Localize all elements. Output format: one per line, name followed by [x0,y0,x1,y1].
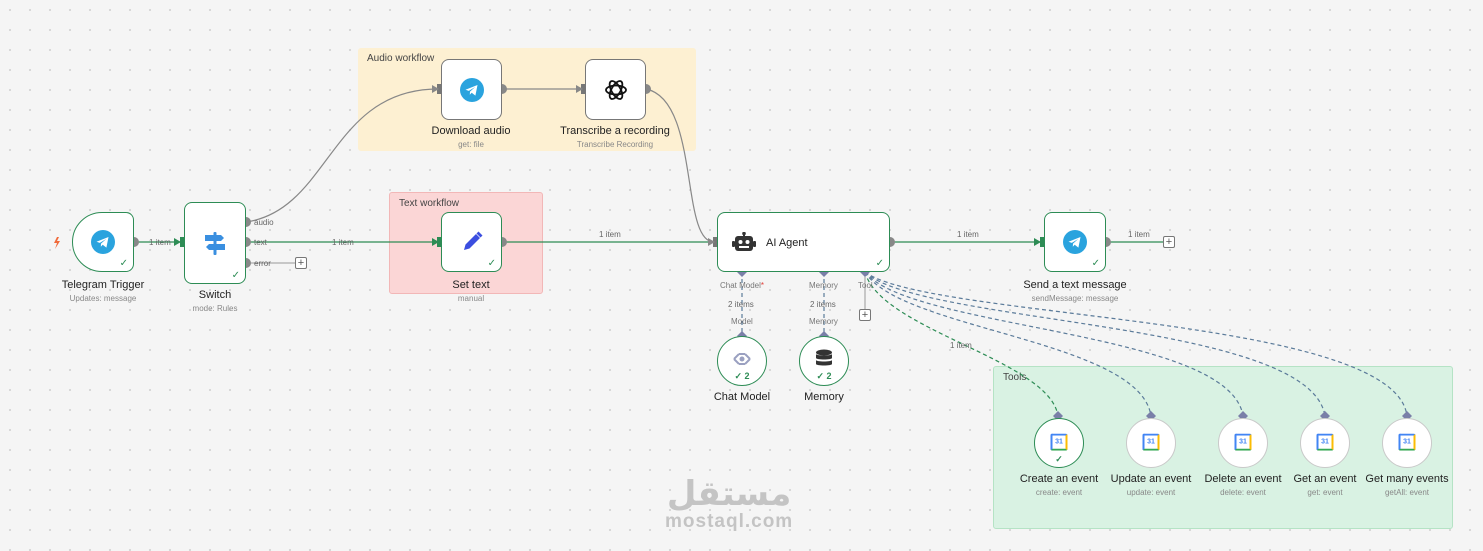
edge-label: 2 items [728,300,754,309]
group-label: Text workflow [399,198,460,209]
telegram-icon [90,229,116,255]
group-label: Audio workflow [367,53,435,64]
group-label: Tools [1003,372,1027,383]
node-subtitle: Updates: message [69,294,137,303]
watermark-latin: mostaql.com [665,511,794,532]
node-title: Transcribe a recording [560,125,670,137]
trigger-bolt-icon [54,237,60,249]
node-subtitle: Transcribe Recording [576,140,654,149]
node-title: Telegram Trigger [61,279,145,291]
edge-tool-delete [864,271,1244,417]
agent-port-chat-model: Chat Model* [720,281,765,290]
memory-node[interactable]: ✓ 2 [799,336,849,386]
transcribe-recording-node[interactable] [585,59,646,120]
node-title: Switch [198,289,232,301]
send-text-message-node[interactable]: ✓ [1044,212,1106,272]
success-check-icon: ✓ [1055,454,1063,464]
switch-output-error: error [254,259,271,268]
node-title: AI Agent [766,237,808,249]
edge-switch-download [245,88,439,223]
telegram-icon [1062,229,1088,255]
node-title: Memory [804,391,844,403]
node-subtitle: create: event [1035,488,1083,497]
google-calendar-icon: 31 [1398,433,1416,451]
node-title: Get many events [1365,473,1449,485]
switch-output-text: text [254,238,267,247]
node-subtitle: get: file [458,140,484,149]
node-subtitle: get: event [1307,488,1343,497]
success-check-icon: ✓ [875,258,884,269]
switch-output-audio: audio [254,218,274,227]
edge-transcribe-agent [645,88,715,243]
get-many-events-node[interactable]: 31 [1382,418,1432,468]
node-title: Get an event [1293,473,1357,485]
node-subtitle: update: event [1126,488,1176,497]
edge-label: 1 item [332,238,354,247]
telegram-icon [459,77,485,103]
get-event-node[interactable]: 31 [1300,418,1350,468]
node-title: Set text [452,279,490,291]
robot-icon [731,231,757,259]
run-count: ✓ 2 [816,371,832,381]
add-tool-button[interactable]: + [859,309,871,321]
edge-tool-update [864,271,1152,417]
set-text-node[interactable]: ✓ [441,212,502,272]
edge-label: 1 item [1128,230,1150,239]
pencil-icon [459,229,485,255]
edge-label: 1 item [957,230,979,239]
edge-label: 2 items [810,300,836,309]
switch-signpost-icon [201,229,229,257]
google-calendar-icon: 31 [1142,433,1160,451]
google-calendar-icon: 31 [1316,433,1334,451]
run-count: ✓ 2 [734,371,750,381]
success-check-icon: ✓ [487,258,496,269]
agent-port-memory: Memory [809,281,838,290]
add-node-after-send-button[interactable]: + [1163,236,1175,248]
node-subtitle: delete: event [1220,488,1266,497]
download-audio-node[interactable] [441,59,502,120]
node-title: Delete an event [1204,473,1282,485]
update-event-node[interactable]: 31 [1126,418,1176,468]
node-title: Create an event [1019,473,1099,485]
watermark-arabic: مستقل [666,474,792,514]
switch-node[interactable]: ✓ [184,202,246,284]
edge-tool-get [864,271,1326,417]
mostaql-watermark: مستقل mostaql.com [665,476,793,532]
google-calendar-icon: 31 [1234,433,1252,451]
node-title: Download audio [431,125,511,137]
node-title: Chat Model [713,391,771,403]
edge-label: 1 item [950,341,972,350]
node-subtitle: getAll: event [1384,488,1430,497]
database-icon [815,349,833,369]
edge-label: 1 item [599,230,621,239]
openai-icon [602,76,630,104]
chat-model-node[interactable]: ✓ 2 [717,336,767,386]
telegram-trigger-node[interactable]: ✓ [72,212,134,272]
agent-port-tool: Tool [858,281,873,290]
node-title: Send a text message [1023,279,1127,291]
node-subtitle: mode: Rules [192,304,238,313]
chat-model-port-label: Model [731,317,753,326]
delete-event-node[interactable]: 31 [1218,418,1268,468]
node-title: Update an event [1110,473,1192,485]
edge-label: 1 item [149,238,171,247]
node-subtitle: sendMessage: message [1031,294,1119,303]
node-subtitle: manual [457,294,485,303]
success-check-icon: ✓ [231,270,240,281]
create-event-node[interactable]: 31 ✓ [1034,418,1084,468]
add-node-error-button[interactable]: + [295,257,307,269]
success-check-icon: ✓ [1091,258,1100,269]
success-check-icon: ✓ [119,258,128,269]
google-calendar-icon: 31 [1050,433,1068,451]
model-icon [732,351,752,367]
edge-tool-getmany [864,271,1408,417]
memory-port-label: Memory [809,317,838,326]
ai-agent-node[interactable]: AI Agent ✓ [717,212,890,272]
